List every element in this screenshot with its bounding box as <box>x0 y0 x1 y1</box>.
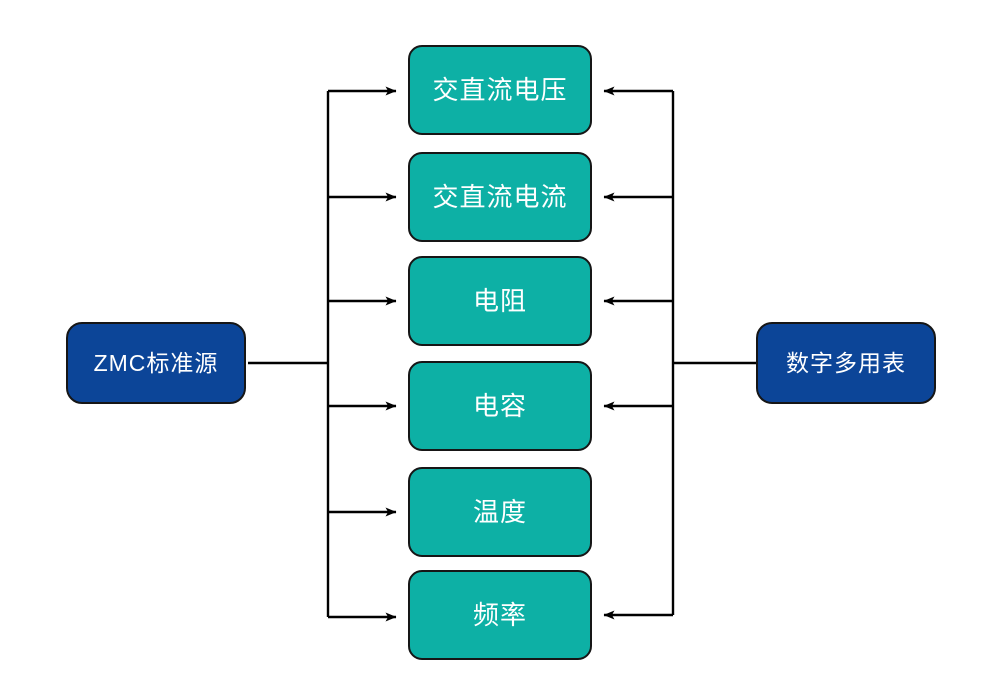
node-measurement-capacitance-label: 电容 <box>472 391 527 421</box>
node-measurement-frequency-label: 频率 <box>472 600 527 630</box>
node-measurement-current-label: 交直流电流 <box>432 182 568 212</box>
node-measurement-resistance[interactable]: 电阻 <box>408 256 592 346</box>
node-measurement-resistance-label: 电阻 <box>472 286 527 316</box>
node-measurement-capacitance[interactable]: 电容 <box>408 361 592 451</box>
node-measurement-voltage[interactable]: 交直流电压 <box>408 45 592 135</box>
node-standard-source[interactable]: ZMC标准源 <box>66 322 246 404</box>
node-measurement-temperature[interactable]: 温度 <box>408 467 592 557</box>
node-measurement-temperature-label: 温度 <box>472 497 527 527</box>
node-standard-source-label: ZMC标准源 <box>93 349 219 376</box>
node-measurement-current[interactable]: 交直流电流 <box>408 152 592 242</box>
node-measurement-frequency[interactable]: 频率 <box>408 570 592 660</box>
node-digital-multimeter[interactable]: 数字多用表 <box>756 322 936 404</box>
node-digital-multimeter-label: 数字多用表 <box>786 349 906 376</box>
node-measurement-voltage-label: 交直流电压 <box>432 75 568 105</box>
